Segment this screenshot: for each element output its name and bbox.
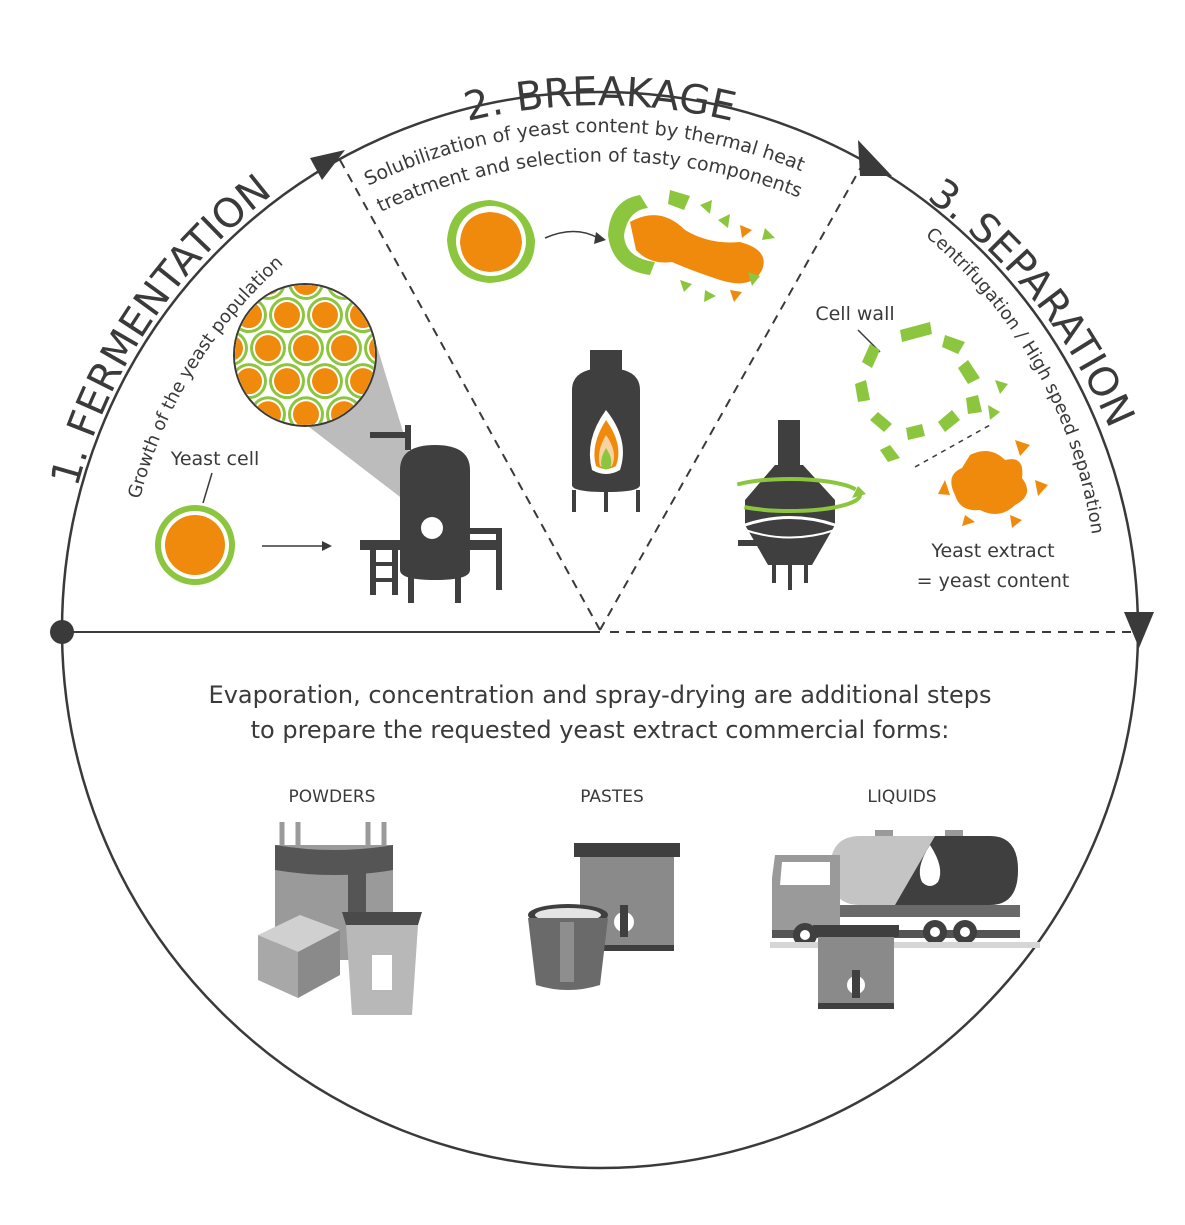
yeast-cell-gap — [424, 366, 454, 396]
separation-title: 3. SEPARATION — [920, 170, 1143, 434]
breakage-section — [447, 190, 775, 512]
tanker-truck-icon — [770, 830, 1040, 948]
yeast-cell-content — [255, 335, 281, 362]
yeast-cell-content — [407, 335, 433, 361]
yeast-cell-wall — [402, 330, 438, 366]
yeast-cell-gap — [405, 267, 435, 297]
yeast-cell-gap — [272, 432, 302, 462]
arrow-into-breakage-icon — [310, 150, 345, 180]
yeast-cell-wall — [269, 429, 305, 465]
drum-icon — [574, 843, 680, 951]
yeast-cell-content — [274, 302, 300, 329]
yeast-cell-content — [255, 401, 281, 425]
yeast-cell-content — [369, 285, 375, 295]
yeast-cell-content — [331, 335, 357, 362]
pastes-label: PASTES — [580, 787, 644, 807]
arrow-icon — [322, 541, 332, 551]
additional-steps-line2: to prepare the requested yeast extract c… — [251, 716, 950, 744]
yeast-cell-gap — [235, 285, 245, 297]
yeast-cell-content — [407, 401, 433, 427]
yeast-cell-wall — [402, 264, 438, 300]
additional-steps-line1: Evaporation, concentration and spray-dry… — [209, 681, 992, 709]
yeast-cell-content — [312, 368, 338, 395]
cell-wall-fragments-icon — [855, 322, 1008, 462]
process-wheel — [50, 90, 1154, 1170]
sack-icon — [342, 912, 422, 1015]
yeast-cell-gap — [424, 300, 454, 330]
yeast-cell-content — [369, 335, 375, 362]
pastes-icon-group — [528, 843, 680, 990]
yeast-cell-gap — [367, 285, 375, 297]
yeast-cell-content — [312, 302, 338, 329]
heat-treatment-tank-icon — [572, 350, 640, 512]
additional-steps-section: Evaporation, concentration and spray-dry… — [209, 681, 1040, 1015]
breakage-separation-divider — [599, 159, 866, 631]
liquids-icon-group — [770, 830, 1040, 1009]
yeast-extract-fragments-icon — [938, 440, 1048, 528]
liquids-label: LIQUIDS — [867, 787, 936, 807]
yeast-cell-content — [426, 302, 452, 328]
bucket-icon — [528, 904, 608, 990]
yeast-cell-wall — [235, 396, 248, 425]
yeast-cell-gap — [329, 285, 359, 297]
yeast-cell-content — [293, 335, 319, 362]
yeast-extract-label-line1: Yeast extract — [930, 540, 1054, 562]
cardboard-box-icon — [258, 915, 340, 998]
yeast-cell-content — [274, 434, 300, 460]
zoom-cone — [300, 340, 430, 520]
arrow-into-bottom-icon — [1124, 612, 1154, 648]
yeast-cell-gap — [386, 300, 416, 330]
yeast-cell-content — [388, 368, 414, 394]
yeast-cell-content — [274, 368, 300, 395]
yeast-cell-content — [388, 302, 414, 328]
liquid-drum-icon — [813, 925, 899, 1009]
fermentation-section: Yeast cell — [155, 264, 502, 603]
yeast-cell-gap — [405, 333, 435, 363]
yeast-cell-wall — [364, 285, 375, 300]
yeast-cell-content — [235, 335, 243, 362]
yeast-cell-wall — [421, 363, 457, 399]
yeast-cell-content — [407, 269, 433, 295]
separation-section: Cell wall Yeast extract = yeast cont — [718, 303, 1070, 592]
arrow-into-separation-icon — [858, 140, 892, 176]
yeast-cell-content — [293, 401, 319, 425]
yeast-cell-icon — [155, 505, 235, 585]
yeast-cell-content — [426, 368, 452, 394]
yeast-cell-label: Yeast cell — [170, 448, 260, 470]
yeast-cell-content — [293, 285, 319, 295]
powders-icon-group — [258, 822, 422, 1015]
centrifuge-icon — [718, 420, 866, 590]
yeast-extract-label-line2: = yeast content — [917, 570, 1070, 592]
intact-yeast-cell-icon — [447, 200, 535, 283]
start-dot — [50, 620, 74, 644]
yeast-cell-content — [235, 401, 243, 425]
broken-yeast-cell-icon — [608, 190, 775, 302]
fermenter-tank-icon — [360, 425, 502, 603]
yeast-cell-wall — [383, 297, 419, 333]
cell-wall-label: Cell wall — [815, 303, 894, 325]
powders-label: POWDERS — [289, 787, 376, 807]
yeast-cell-gap — [405, 399, 435, 429]
yeast-cell-gap — [235, 399, 245, 425]
